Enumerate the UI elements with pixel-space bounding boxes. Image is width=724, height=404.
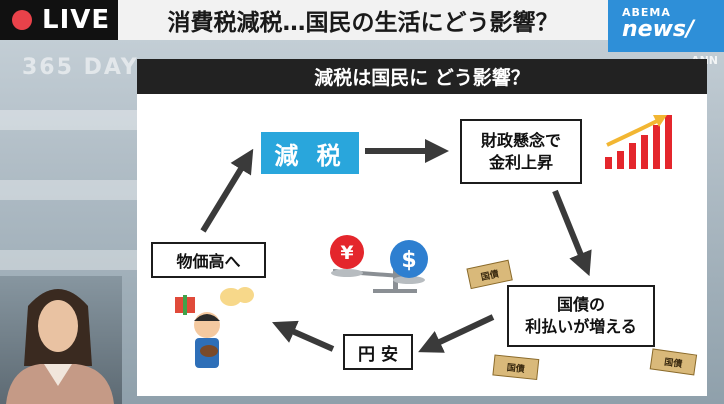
rising-chart-icon (605, 115, 672, 169)
bond-label: 国債 (480, 268, 500, 283)
node-fiscal-line1: 財政懸念で (480, 130, 561, 150)
node-fiscal-line2: 金利上昇 (488, 152, 553, 172)
node-debt-interest: 国債の 利払いが増える (507, 285, 655, 347)
presenter-video (0, 276, 122, 404)
explainer-board: 減税は国民に どう影響？ 減 税 財政懸念で 金利上昇 国債の 利払いが増える … (137, 59, 707, 396)
node-debt-line1: 国債の (556, 295, 605, 314)
arrow-debt-to-yen (418, 314, 495, 353)
flow-arrows (200, 139, 592, 353)
board-title: 減税は国民に どう影響？ (137, 59, 707, 94)
presenter-figure (6, 289, 114, 404)
wall-text: 365 DAY (22, 55, 139, 80)
node-weak-yen: 円 安 (343, 334, 413, 370)
abema-news-logo: ABEMA news/ (608, 0, 724, 52)
headline: 消費税減税…国民の生活にどう影響？ (118, 0, 608, 40)
currency-scale-icon: ¥ $ (330, 235, 428, 293)
arrow-yen-to-prices (272, 320, 335, 352)
svg-text:¥: ¥ (340, 242, 353, 264)
arrow-fiscal-to-debt (552, 189, 592, 277)
logo-top: ABEMA (622, 6, 671, 19)
node-tax-cut: 減 税 (261, 132, 359, 174)
live-label: LIVE (42, 5, 111, 35)
bond-label: 国債 (663, 356, 683, 370)
live-dot-icon (12, 10, 32, 30)
bond-certificates-icon: 国債 国債 国債 (466, 259, 698, 381)
live-badge: LIVE (0, 0, 118, 40)
svg-text:$: $ (401, 248, 416, 273)
wall-stripe (0, 180, 140, 200)
node-debt-line2: 利払いが増える (525, 317, 637, 336)
board-graphics: ¥ $ 国債 国債 国債 (175, 115, 698, 381)
worried-shopper-illustration (175, 287, 254, 368)
node-higher-prices: 物価高へ (151, 242, 266, 278)
node-fiscal-concern: 財政懸念で 金利上昇 (460, 119, 582, 184)
logo-bottom: news/ (622, 17, 695, 42)
wall-stripe (0, 110, 140, 130)
wall-stripe (0, 250, 140, 270)
bond-label: 国債 (506, 361, 525, 375)
arrow-prices-to-taxcut (200, 148, 254, 233)
